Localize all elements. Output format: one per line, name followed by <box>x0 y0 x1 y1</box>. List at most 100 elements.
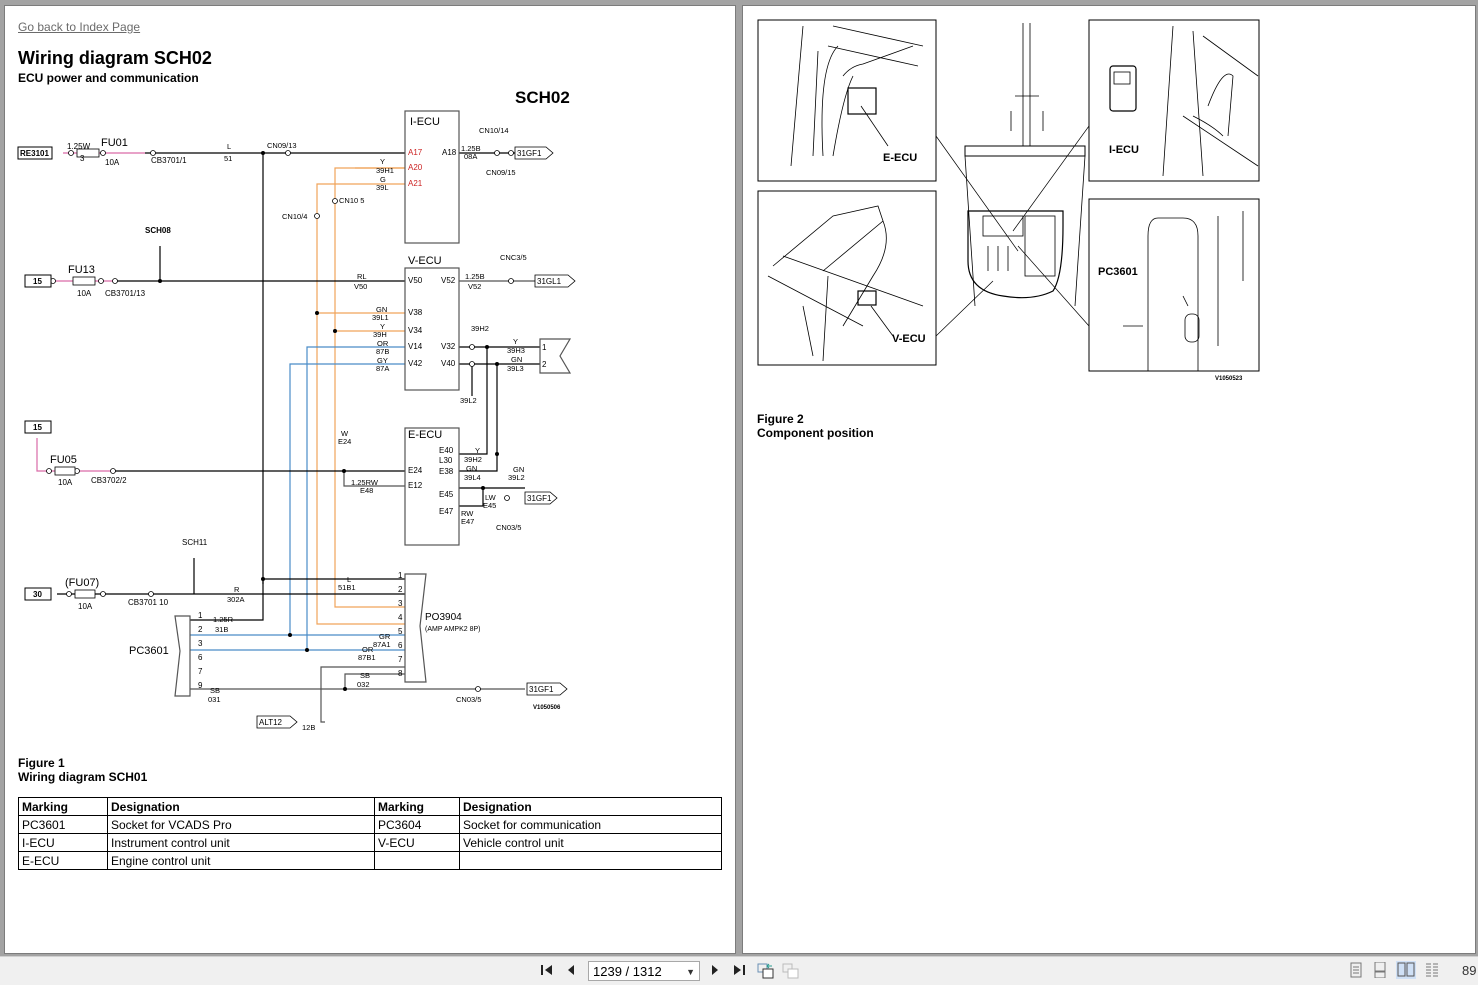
wire-label: 87A1 <box>373 640 391 649</box>
wire-label: OR <box>362 645 374 654</box>
pin-label: V42 <box>408 359 423 368</box>
fuse-label: FU13 <box>68 264 95 276</box>
wire-label: RW <box>461 509 474 518</box>
wire-label: Y <box>380 157 385 166</box>
eecu-box <box>404 427 460 546</box>
table-row: PC3601 Socket for VCADS Pro PC3604 Socke… <box>18 815 722 834</box>
wire-label: GN <box>376 305 387 314</box>
two-page-continuous-icon <box>1426 963 1438 977</box>
continuous-view-button[interactable] <box>1372 961 1388 979</box>
panel-vecu <box>757 190 937 366</box>
col-header: Designation <box>107 797 375 816</box>
wire-label: Y <box>380 322 385 331</box>
two-page-continuous-button[interactable] <box>1424 962 1440 978</box>
wire-label: 39H <box>373 330 387 339</box>
cell: Vehicle control unit <box>459 833 722 852</box>
back-to-index-link[interactable]: Go back to Index Page <box>18 20 141 34</box>
pin-label: 7 <box>198 667 203 676</box>
wire-label: 08A <box>464 152 477 161</box>
ground-31gf1: 31GF1 <box>529 685 554 694</box>
back-view-icon <box>757 963 774 979</box>
pin-label: 2 <box>198 625 203 634</box>
connector-label: CN03/5 <box>456 695 481 704</box>
cell: I-ECU <box>18 833 108 852</box>
wire-label: E45 <box>483 501 496 510</box>
cb-label: CB3701 10 <box>128 598 169 607</box>
fuse-rating: 10A <box>58 478 73 487</box>
cell: Socket for VCADS Pro <box>107 815 375 834</box>
pin-label: V50 <box>408 276 423 285</box>
pin-label: 6 <box>198 653 203 662</box>
pin-label: E24 <box>408 466 423 475</box>
component-legend-table: Marking Designation Marking Designation … <box>18 797 722 870</box>
prev-page-icon <box>568 965 574 975</box>
wire-label: 31B <box>215 625 228 634</box>
prev-page-button[interactable] <box>566 963 576 980</box>
connector-label: CN03/5 <box>496 523 521 532</box>
wire-label: 1.25RW <box>351 478 379 487</box>
ground-31gf1: 31GF1 <box>517 149 542 158</box>
wire-label: LW <box>485 493 497 502</box>
wire-label: 1.25B <box>465 272 485 281</box>
fuse-rating: 10A <box>77 289 92 298</box>
po3904-desc: (AMP AMPK2 8P) <box>425 626 481 633</box>
image-id: V1050523 <box>1215 376 1243 382</box>
pin-label: E38 <box>439 467 454 476</box>
figure2-caption: Figure 2 Component position <box>757 412 874 440</box>
pin-label: V52 <box>441 276 456 285</box>
go-forward-view-button[interactable] <box>782 963 800 982</box>
wire-label: GY <box>377 356 388 365</box>
fuse-label: FU05 <box>50 454 77 466</box>
pin-label: 1 <box>198 611 203 620</box>
go-back-view-button[interactable] <box>757 963 775 982</box>
wire-label: GN <box>466 464 477 473</box>
table-row: I-ECU Instrument control unit V-ECU Vehi… <box>18 833 722 852</box>
pin-label: A21 <box>408 179 423 188</box>
table-row: E-ECU Engine control unit <box>18 851 722 870</box>
pin-label: A17 <box>408 148 423 157</box>
cb-label: CB3702/2 <box>91 476 127 485</box>
wire-label: 031 <box>208 695 221 704</box>
pin-label: 5 <box>398 627 403 636</box>
fuse-label: (FU07) <box>65 577 99 589</box>
vecu-box <box>404 267 460 391</box>
wire-label: 39H2 <box>464 455 482 464</box>
col-header: Designation <box>459 797 722 816</box>
cell: PC3604 <box>374 815 460 834</box>
ground-31gl1: 31GL1 <box>537 277 562 286</box>
iecu-label: I-ECU <box>410 116 440 128</box>
connector-label: CN10 5 <box>339 196 364 205</box>
ref-sch11: SCH11 <box>182 538 208 547</box>
pin-label: V32 <box>441 342 456 351</box>
wire-label: V50 <box>354 282 367 291</box>
two-page-view-button[interactable] <box>1396 961 1416 979</box>
chevron-down-icon: ▼ <box>686 967 695 977</box>
component-position-figure <box>757 19 1260 372</box>
source-15b: 15 <box>33 423 42 432</box>
figure1-title: Wiring diagram SCH01 <box>18 770 148 784</box>
wire-label: 87A <box>376 364 389 373</box>
wire-label: SB <box>210 686 220 695</box>
pin-label: 1 <box>542 343 547 352</box>
wire-label: 1.25W <box>67 142 91 151</box>
next-page-button[interactable] <box>710 963 720 980</box>
cell <box>374 851 460 870</box>
pin-label: 3 <box>398 599 403 608</box>
zoom-level[interactable]: 89 <box>1462 963 1477 978</box>
last-page-button[interactable] <box>732 963 746 980</box>
pin-label: V14 <box>408 342 423 351</box>
pin-label: 8 <box>398 669 403 678</box>
pin-label: V40 <box>441 359 456 368</box>
wire-label: 3 <box>80 154 85 163</box>
page-number-select[interactable]: 1239 / 1312 ▼ <box>588 961 700 981</box>
panel-iecu <box>1088 19 1260 182</box>
pin-label: E47 <box>439 507 454 516</box>
callout-iecu: I-ECU <box>1109 144 1139 156</box>
pin-label: 4 <box>398 613 403 622</box>
first-page-button[interactable] <box>540 963 554 980</box>
single-page-icon <box>1350 962 1362 978</box>
single-page-view-button[interactable] <box>1348 962 1364 978</box>
page-indicator: 1239 / 1312 <box>593 964 662 979</box>
connector-label: CNC3/5 <box>500 253 527 262</box>
eecu-label: E-ECU <box>408 429 442 441</box>
